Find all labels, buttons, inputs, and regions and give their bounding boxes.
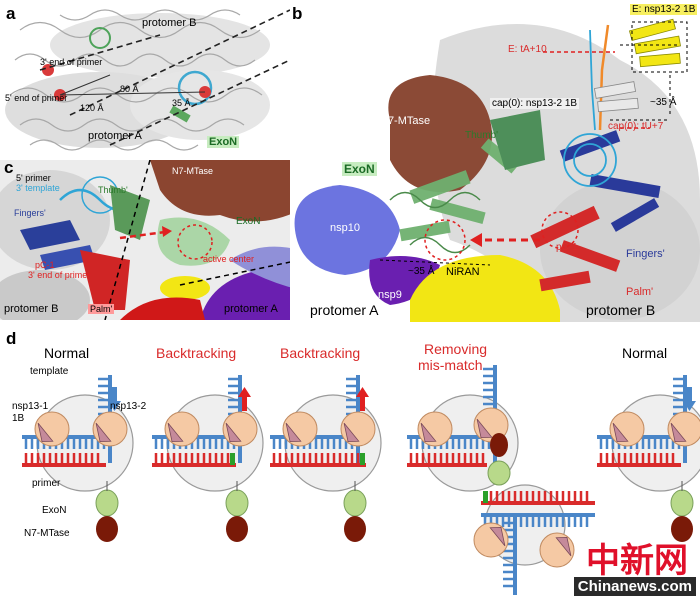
arrow-up-2: [242, 397, 247, 411]
label-primer-3-end: 3' end of primer: [28, 270, 91, 280]
label-protomer-a: protomer A: [310, 302, 379, 318]
panel-d-diagram: [22, 365, 700, 595]
nsp13-1-1b-4b: [555, 536, 572, 557]
nsp13-1-1b-5: [612, 422, 629, 443]
label-template: template: [30, 366, 69, 377]
arrow-down-head-1: [108, 401, 121, 411]
mismatch-base-2: [230, 453, 235, 465]
label-distance-35: 35 Å: [172, 98, 191, 108]
label-niran: NiRAN: [446, 266, 480, 278]
panel-c-structure: [0, 160, 300, 320]
panel-letter-c: c: [4, 160, 14, 177]
arrow-down-5: [687, 387, 692, 401]
label-protomer-a: protomer A: [88, 130, 142, 142]
label-active-center: active center: [203, 254, 255, 264]
label-distance-80: 80 Å: [120, 84, 139, 94]
nsp13-2-1b-5: [670, 422, 687, 443]
panel-a: a protomer B 3' end of primer 5' end of …: [0, 0, 290, 163]
label-1b: 1B: [12, 413, 25, 424]
label-n7-mtase: N7-MTase: [24, 528, 70, 539]
label-thumb: Thumb': [465, 130, 499, 141]
nsp13-2-1b-2: [225, 422, 242, 443]
n7-mtase-domain-5: [671, 516, 693, 542]
label-protomer-a: protomer A: [224, 303, 278, 315]
stage-title-4-line2: mis-match: [418, 357, 483, 373]
n7-mtase-domain-2: [226, 516, 248, 542]
nsp13-2-1b-4b: [489, 526, 506, 547]
label-fingers: Fingers': [14, 208, 46, 218]
label-e-ta: E: tA+10: [508, 44, 547, 55]
label-5-primer: 5' primer: [16, 173, 51, 183]
label-3-template: 3' template: [16, 183, 60, 193]
n7-mtase-domain-4: [490, 433, 508, 457]
exon-domain-5: [670, 489, 694, 517]
nsp13-1-1b-2: [167, 422, 184, 443]
label-n7-mtase: N7-MTase: [172, 166, 214, 176]
label-n7-mtase: N7-MTase: [380, 115, 431, 127]
label-nsp13-2: nsp13-2: [110, 401, 147, 412]
label-distance-35-top: ~35 Å: [650, 97, 677, 108]
panel-b-structure: [290, 0, 700, 322]
exon-domain-2: [225, 489, 249, 517]
stage-title-1: Normal: [44, 345, 90, 361]
nsp13-1-1b-4: [420, 422, 437, 443]
arrow-up-3: [360, 397, 365, 411]
label-protomer-b: protomer B: [586, 302, 656, 318]
chinanews-watermark: 中新网 Chinanews.com: [566, 533, 698, 601]
label-palm: Palm': [626, 286, 654, 298]
stage-title-5: Normal: [622, 345, 668, 361]
panel-letter-b: b: [292, 4, 303, 23]
watermark-chinese: 中新网: [586, 541, 688, 581]
label-cap0-tu: cap(0): tU+7: [608, 121, 664, 132]
exon-domain-1: [95, 489, 119, 517]
label-primer-5-end: 5' end of primer: [5, 93, 68, 103]
panel-a-structure: [0, 0, 290, 163]
label-nsp13-1: nsp13-1: [12, 401, 49, 412]
label-protomer-b: protomer B: [142, 17, 197, 29]
panel-letter-a: a: [6, 4, 16, 23]
nsp13-1-1b-1: [37, 422, 54, 443]
panel-c: c 5' primer 3' template Thumb' N7-MTase …: [0, 160, 300, 320]
exon-domain-4: [487, 460, 511, 486]
label-palm: Palm': [88, 304, 115, 314]
arrow-down-head-5: [683, 401, 696, 411]
n7-mtase-domain-1: [96, 516, 118, 542]
label-thumb: Thumb': [98, 185, 128, 195]
nsp13-2-1b-1: [95, 422, 112, 443]
label-exon: ExoN: [342, 162, 377, 176]
label-exon: ExoN: [207, 136, 240, 148]
mismatch-base-3: [360, 453, 365, 465]
label-pc1: pC-1: [35, 260, 55, 270]
label-e-nsp13: E: nsp13-2 1B: [630, 4, 698, 15]
label-pc1: pC-1: [556, 242, 578, 253]
label-primer: primer: [32, 478, 61, 489]
n7-mtase-domain-3: [344, 516, 366, 542]
stage-title-4-line1: Removing: [424, 341, 488, 357]
nsp13-1-1b-3: [285, 422, 302, 443]
stage-title-2: Backtracking: [156, 345, 237, 361]
label-primer-3-end: 3' end of primer: [40, 57, 103, 67]
label-cap0-nsp13: cap(0): nsp13-2 1B: [490, 98, 580, 109]
nsp13-2-1b-3: [343, 422, 360, 443]
label-fingers: Fingers': [626, 248, 665, 260]
arrow-up-head-2: [238, 387, 251, 397]
nsp13-2-1b-4: [476, 418, 493, 439]
stage-title-3: Backtracking: [280, 345, 361, 361]
label-nsp9: nsp9: [378, 289, 402, 301]
label-protomer-b: protomer B: [4, 303, 59, 315]
arrow-up-head-3: [356, 387, 369, 397]
panel-letter-d: d: [6, 329, 17, 348]
arrow-down-1: [112, 387, 117, 401]
label-distance-120: 120 Å: [80, 103, 104, 113]
mismatch-base-4: [483, 491, 488, 503]
label-exon: ExoN: [42, 505, 67, 516]
label-nsp10: nsp10: [330, 222, 360, 234]
watermark-site: Chinanews.com: [573, 577, 696, 596]
label-exon: ExoN: [236, 216, 261, 227]
label-distance-35-mid: ~35 Å: [408, 266, 435, 277]
exon-domain-3: [343, 489, 367, 517]
panel-b: b E: nsp13-2 1B E: tA+10 cap(0): nsp13-2…: [290, 0, 700, 322]
panel-d: d Normal Backtracking Backtracking Remov…: [0, 325, 700, 603]
